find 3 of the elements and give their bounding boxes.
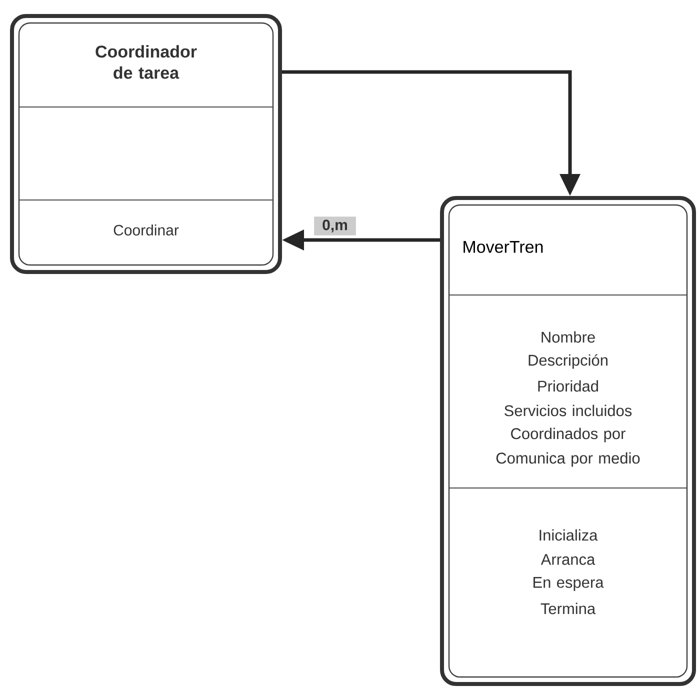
class-box: MoverTren Nombre Descripción Prioridad Servicios incluidos Coordinados por Comunica por medio Inicializa Arranca En espera Termina [440, 196, 696, 686]
class-box: Coordinador de tarea Coordinar [10, 14, 282, 274]
edge-label: 0,m [314, 216, 356, 236]
